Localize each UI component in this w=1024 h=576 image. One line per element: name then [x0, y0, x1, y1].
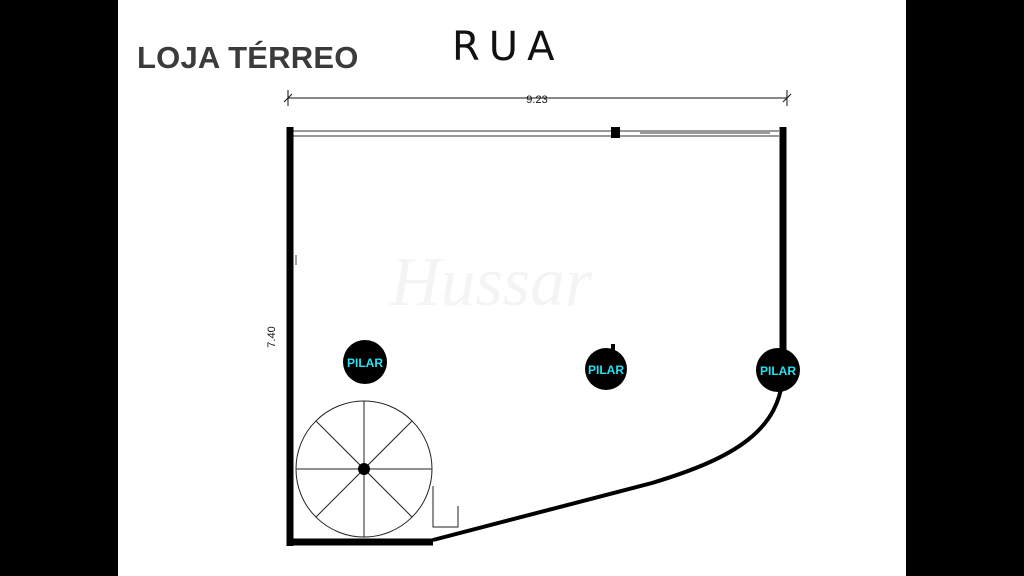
floor-plan-sheet — [118, 0, 906, 576]
watermark: Hussar — [389, 244, 593, 321]
svg-text:PILAR: PILAR — [347, 356, 383, 370]
width-dimension-label: 9.23 — [526, 94, 547, 106]
depth-dimension-label: 7.40 — [266, 326, 278, 347]
width-dimension-line — [283, 90, 792, 106]
svg-text:PILAR: PILAR — [588, 363, 624, 377]
svg-text:PILAR: PILAR — [760, 364, 796, 378]
pillar-1: PILAR — [343, 340, 387, 384]
street-label: RUA — [452, 24, 564, 70]
plan-title: LOJA TÉRREO — [137, 40, 359, 75]
pillar-3: PILAR — [756, 348, 800, 392]
pillar-2: PILAR — [585, 344, 627, 390]
walls — [286, 127, 787, 546]
staircase-center — [358, 463, 370, 475]
stair-handrail — [432, 486, 459, 528]
facade-post — [611, 127, 620, 138]
svg-text:Hussar: Hussar — [389, 244, 593, 321]
storefront-facade — [291, 130, 779, 137]
